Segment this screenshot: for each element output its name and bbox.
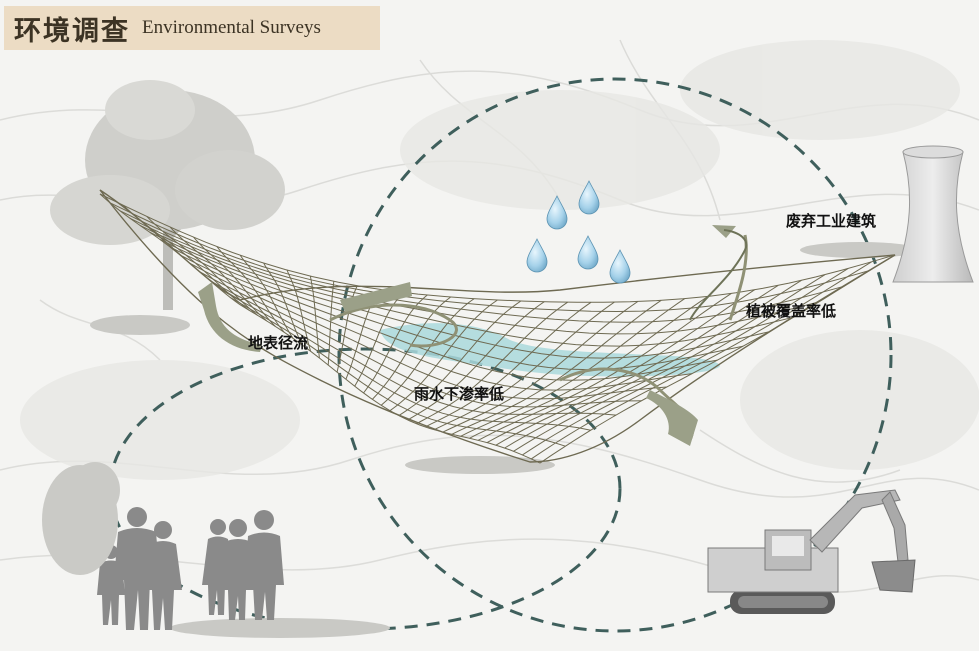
mesh-line <box>216 246 285 333</box>
mesh-line <box>169 226 267 322</box>
label-low-vegetation: 植被覆盖率低 <box>746 302 837 320</box>
mesh-line <box>433 301 615 431</box>
mesh-line <box>530 261 872 460</box>
mesh-line <box>504 279 802 449</box>
mesh-line <box>363 294 428 394</box>
terrain-shading <box>20 40 979 480</box>
water-drops <box>526 180 631 284</box>
mesh-line <box>239 255 294 339</box>
flow-arrows <box>198 225 736 446</box>
water-drop-icon <box>546 195 568 230</box>
mesh-line <box>451 299 662 435</box>
water-drop-icon <box>578 180 600 215</box>
terrain-mesh <box>99 193 896 464</box>
mesh-line <box>442 301 639 433</box>
mesh-line <box>416 301 568 425</box>
middle-runoff-arrow <box>340 282 412 312</box>
label-low-infiltration: 雨水下渗率低 <box>414 385 505 403</box>
upper-dashed-circle <box>337 77 893 633</box>
tree-icon <box>50 80 285 310</box>
mesh-line <box>99 193 241 306</box>
mesh-line <box>477 292 732 441</box>
upward-flow-line <box>689 229 748 321</box>
mesh-line <box>522 267 849 456</box>
water-drop-icon <box>577 235 599 270</box>
mesh-line <box>425 301 592 428</box>
mesh-line <box>460 298 685 437</box>
water-drop-icon <box>609 249 631 284</box>
upward-arrow <box>712 225 736 238</box>
mesh-line <box>263 262 303 345</box>
mesh-outline <box>99 189 896 463</box>
right-runoff-arrow <box>646 390 698 446</box>
mesh-line <box>380 298 475 406</box>
mesh-line <box>193 236 276 327</box>
mesh-line <box>309 276 320 359</box>
mesh-line <box>486 289 755 444</box>
mesh-line <box>513 274 826 452</box>
bush-left <box>42 462 120 575</box>
label-surface-runoff: 地表径流 <box>248 334 309 352</box>
mesh-line <box>354 292 405 387</box>
label-abandoned-buildings: 废弃工业建筑 <box>786 212 877 230</box>
mesh-line <box>469 295 709 439</box>
water-pool <box>380 323 720 377</box>
left-runoff-arrow <box>198 282 262 352</box>
mesh-line <box>336 285 358 373</box>
ground-shrubs <box>90 242 920 638</box>
mesh-line <box>327 281 335 366</box>
water-drop-icon <box>526 238 548 273</box>
cooling-tower-icon <box>892 145 974 283</box>
mesh-line <box>389 299 498 412</box>
title-banner: 环境调查 Environmental Surveys <box>4 6 380 50</box>
page-title: 环境调查 <box>14 15 130 47</box>
mesh-line <box>407 301 545 421</box>
excavator-icon <box>707 489 916 614</box>
mesh-line <box>398 300 522 417</box>
people-silhouette-icon <box>97 507 284 630</box>
mesh-line <box>286 269 312 352</box>
page-subtitle: Environmental Surveys <box>142 17 321 38</box>
